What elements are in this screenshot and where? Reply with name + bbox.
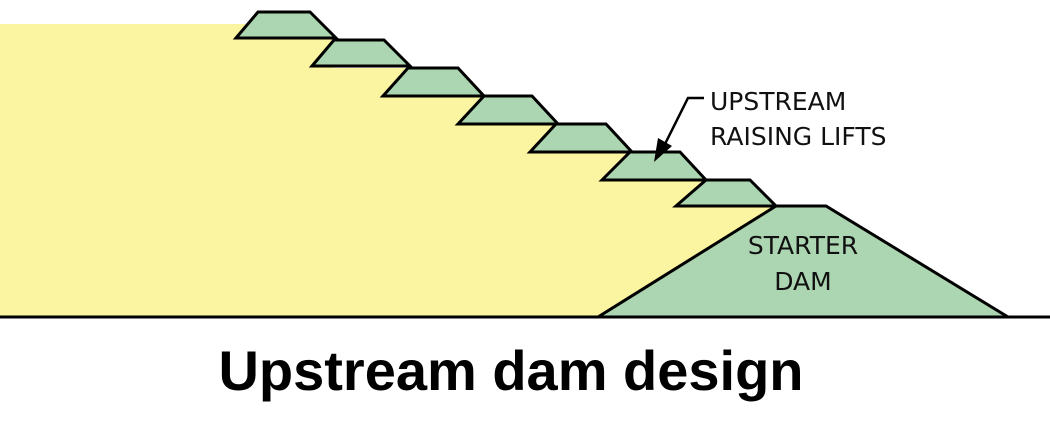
raising-lift-4 [454, 94, 562, 126]
raising-lifts [232, 10, 780, 208]
arrow-head-icon [654, 138, 672, 162]
raising-lifts-label-line1: UPSTREAM [710, 87, 846, 116]
raising-lifts-label-line2: RAISING LIFTS [710, 122, 886, 151]
raising-lift-3 [379, 66, 488, 98]
starter-dam-label-line1: STARTER [748, 231, 858, 260]
diagram-title: Upstream dam design [218, 339, 803, 402]
raising-lift-2 [308, 38, 414, 68]
raising-lift-5 [526, 122, 636, 154]
raising-lift-6 [598, 150, 710, 182]
raising-lift-1 [232, 10, 340, 40]
raising-lift-7 [671, 178, 780, 208]
label-leader-line [660, 96, 704, 151]
tailings-deposit [0, 24, 776, 317]
starter-dam-label-line2: DAM [774, 267, 831, 296]
